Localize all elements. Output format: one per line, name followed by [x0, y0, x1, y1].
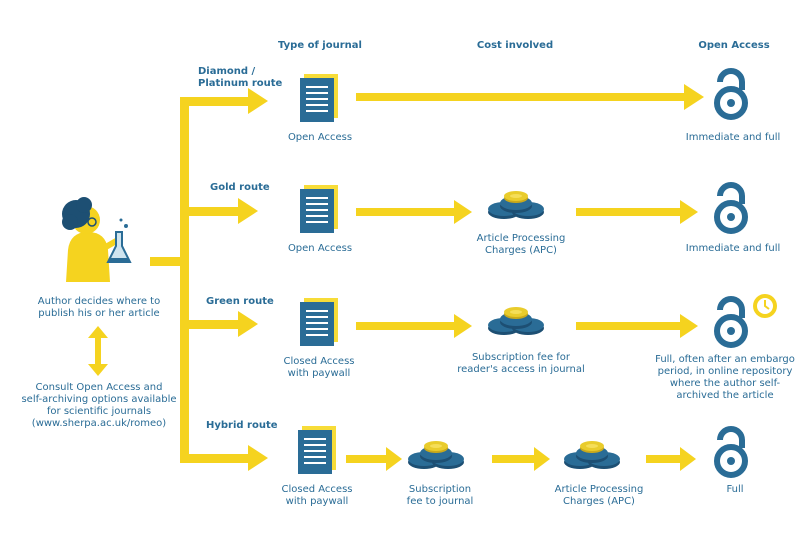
journal-label-diamond: Open Access — [287, 132, 353, 143]
document-icon — [300, 185, 338, 233]
document-icon — [300, 74, 338, 122]
open-lock-icon — [717, 185, 745, 231]
route-name-gold: Gold route — [210, 182, 270, 193]
open-lock-icon — [717, 71, 745, 117]
route-arrows — [346, 84, 704, 471]
open-lock-icon — [717, 299, 745, 345]
clock-icon — [753, 294, 777, 318]
route-name-diamond: Diamond / Platinum route — [198, 66, 283, 89]
route-name-hybrid: Hybrid route — [206, 420, 278, 431]
double-arrow — [88, 326, 108, 376]
consult-text: Consult Open Access and self-archiving o… — [21, 382, 177, 429]
document-icon — [300, 298, 338, 346]
author-decides-text: Author decides where to publish his or h… — [37, 296, 161, 319]
outcome-label-green: Full, often after an embargo period, in … — [655, 354, 795, 401]
author-figure-icon — [62, 197, 132, 282]
open-lock-icon — [717, 429, 745, 475]
header-open-access: Open Access — [698, 40, 770, 51]
route-name-green: Green route — [206, 296, 274, 307]
journal-label-hybrid: Closed Access with paywall — [281, 484, 353, 507]
header-cost-involved: Cost involved — [476, 40, 554, 51]
cost-label-hybrid-subscription: Subscription fee to journal — [406, 484, 474, 507]
coins-icon — [564, 441, 620, 469]
outcome-label-diamond: Immediate and full — [685, 132, 781, 143]
cost-label-green-subscription: Subscription fee for reader's access in … — [457, 352, 585, 375]
cost-label-gold-apc: Article Processing Charges (APC) — [476, 233, 566, 256]
coins-icon — [488, 191, 544, 219]
coins-icon — [488, 307, 544, 335]
cost-label-hybrid-apc: Article Processing Charges (APC) — [554, 484, 644, 507]
outcome-label-hybrid: Full — [726, 484, 744, 495]
outcome-label-gold: Immediate and full — [685, 243, 781, 254]
coins-icon — [408, 441, 464, 469]
document-icon — [298, 426, 336, 474]
journal-label-gold: Open Access — [287, 243, 353, 254]
header-type-of-journal: Type of journal — [278, 40, 362, 51]
branching-trunk — [150, 88, 268, 471]
journal-label-green: Closed Access with paywall — [283, 356, 355, 379]
